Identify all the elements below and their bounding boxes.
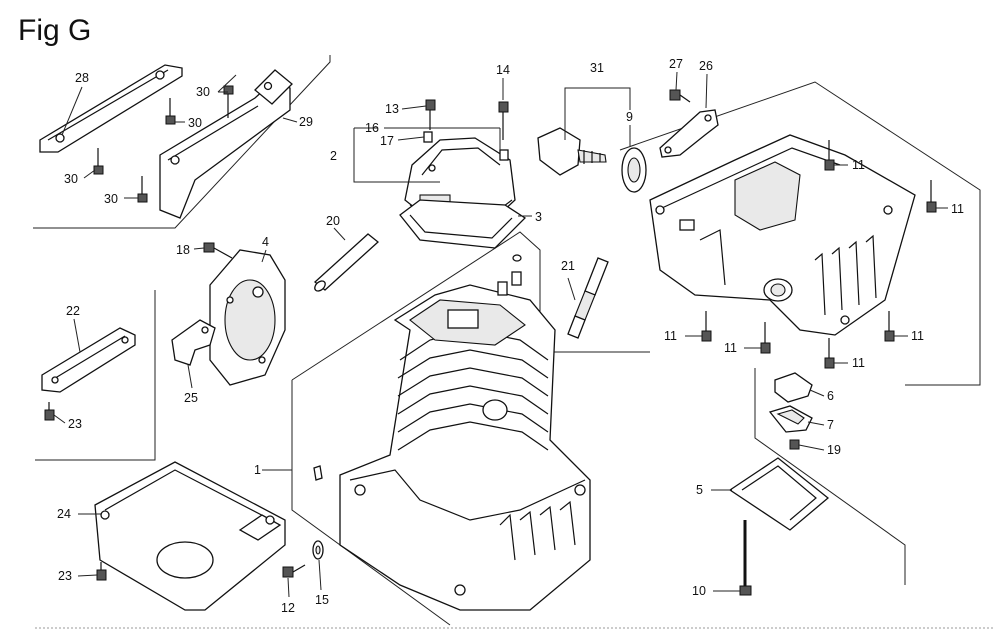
callout-30-a: 30 xyxy=(196,85,210,99)
callout-6: 6 xyxy=(827,389,834,403)
callout-7: 7 xyxy=(827,418,834,432)
callout-11-b: 11 xyxy=(951,202,964,216)
bolt-30-a xyxy=(223,85,234,118)
part-13-bolt xyxy=(425,99,436,130)
bolt-30-d xyxy=(137,176,148,203)
callout-16: 16 xyxy=(365,121,379,135)
section-frames xyxy=(33,55,995,629)
part-16-pin xyxy=(499,149,509,161)
bolt-11-d xyxy=(760,322,771,354)
callout-labels: 28 29 30 30 30 30 13 14 16 17 2 3 20 21 … xyxy=(57,57,964,615)
callout-12: 12 xyxy=(281,601,295,615)
callout-15: 15 xyxy=(315,593,329,607)
callout-29: 29 xyxy=(299,115,313,129)
leader-lines xyxy=(53,71,948,598)
callout-11-e: 11 xyxy=(852,356,865,370)
callout-28: 28 xyxy=(75,71,89,85)
callout-11-c: 11 xyxy=(664,329,677,343)
callout-21: 21 xyxy=(561,259,575,273)
crankcase xyxy=(649,134,916,336)
part-27-bolt xyxy=(669,89,691,103)
callout-11-a: 11 xyxy=(852,158,865,172)
callout-19: 19 xyxy=(827,443,841,457)
callout-31: 31 xyxy=(590,61,604,75)
callout-25: 25 xyxy=(184,391,198,405)
part-17-pin xyxy=(423,131,433,143)
callout-14: 14 xyxy=(496,63,510,77)
callout-30-d: 30 xyxy=(104,192,118,206)
part-24-base xyxy=(94,461,286,611)
bolt-11-b xyxy=(926,180,937,213)
part-23-bolt-upper xyxy=(44,402,55,421)
callout-11-f: 11 xyxy=(911,329,924,343)
part-9-seal xyxy=(621,147,647,193)
callout-4: 4 xyxy=(262,235,269,249)
part-6-plate xyxy=(774,372,813,403)
callout-5: 5 xyxy=(696,483,703,497)
bolt-11-f xyxy=(884,311,895,342)
callout-22: 22 xyxy=(66,304,80,318)
callout-2: 2 xyxy=(330,149,337,163)
part-20-tube xyxy=(313,233,380,292)
part-3-gasket xyxy=(399,199,527,249)
callout-24: 24 xyxy=(57,507,71,521)
callout-17: 17 xyxy=(380,134,394,148)
part-31-breather xyxy=(537,127,607,176)
callout-9: 9 xyxy=(626,110,633,124)
part-22-bracket xyxy=(41,327,136,393)
bolt-11-e xyxy=(824,338,835,369)
part-7-reed xyxy=(768,405,813,433)
figure-title: Fig G xyxy=(18,14,91,47)
part-28-plate xyxy=(39,64,183,153)
part-10-long-bolt xyxy=(739,520,752,596)
callout-1: 1 xyxy=(254,463,261,477)
callout-11-d: 11 xyxy=(724,341,737,355)
part-18-bolt xyxy=(203,242,233,259)
part-23-bolt-lower xyxy=(96,562,107,581)
part-5-cover-plate xyxy=(728,457,830,531)
callout-26: 26 xyxy=(699,59,713,73)
part-12-bolt xyxy=(282,564,306,578)
part-29-bracket xyxy=(159,69,293,219)
callout-30-b: 30 xyxy=(188,116,202,130)
part-4-cover xyxy=(209,249,286,386)
callout-20: 20 xyxy=(326,214,340,228)
callout-18: 18 xyxy=(176,243,190,257)
part-25-bracket xyxy=(171,319,216,366)
callout-23-b: 23 xyxy=(58,569,72,583)
part-15-washer xyxy=(312,540,324,560)
part-1-cylinder-block xyxy=(313,284,591,611)
dowel-pins xyxy=(497,254,522,296)
part-26-clamp xyxy=(659,109,719,158)
bolt-30-b xyxy=(165,98,176,125)
callout-3: 3 xyxy=(535,210,542,224)
callout-13: 13 xyxy=(385,102,399,116)
part-19-screw xyxy=(789,439,800,450)
callout-27: 27 xyxy=(669,57,683,71)
bolt-30-c xyxy=(93,148,104,175)
part-14-stud xyxy=(498,101,509,140)
bolt-11-c xyxy=(701,311,712,342)
callout-30-c: 30 xyxy=(64,172,78,186)
callout-10: 10 xyxy=(692,584,706,598)
part-21-spark-plug xyxy=(567,257,609,339)
bolt-30-group xyxy=(93,85,234,203)
callout-23-a: 23 xyxy=(68,417,82,431)
